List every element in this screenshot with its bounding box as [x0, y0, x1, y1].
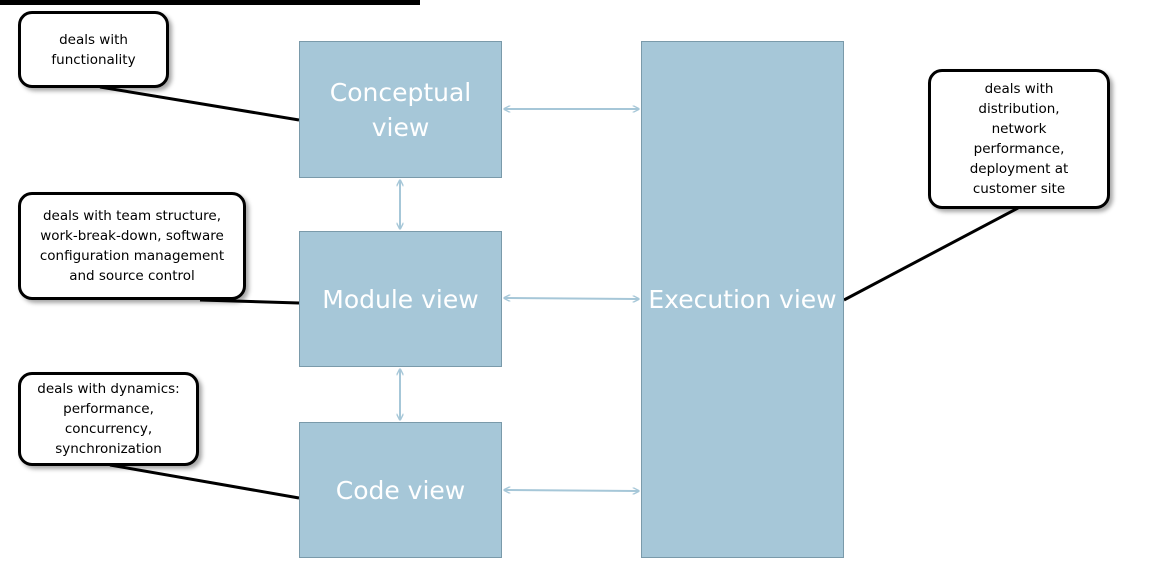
note-distribution: deals with distribution, network perform…: [928, 69, 1110, 209]
code-view-box: Code view: [299, 422, 502, 558]
note-dynamics-text: deals with dynamics: performance, concur…: [37, 381, 180, 457]
connector-team: [199, 298, 300, 305]
note-team-structure: deals with team structure, work-break-do…: [18, 192, 246, 300]
module-view-label: Module view: [322, 284, 479, 314]
connector-distribution: [843, 206, 1019, 302]
conceptual-view-label: Conceptual view: [329, 77, 472, 142]
arrow-code-execution: [504, 490, 639, 491]
top-decoration-bar: [0, 0, 420, 5]
connector-functionality: [99, 85, 300, 122]
arrow-module-execution: [504, 298, 639, 299]
module-view-box: Module view: [299, 231, 502, 367]
note-functionality: deals with functionality: [18, 11, 169, 88]
conceptual-view-box: Conceptual view: [299, 41, 502, 178]
code-view-label: Code view: [335, 475, 466, 505]
note-functionality-text: deals with functionality: [51, 31, 136, 68]
note-dynamics: deals with dynamics: performance, concur…: [18, 372, 199, 466]
note-team-structure-text: deals with team structure, work-break-do…: [39, 208, 225, 284]
connector-dynamics: [109, 463, 300, 500]
execution-view-label: Execution view: [648, 285, 837, 314]
execution-view-box: Execution view: [641, 41, 844, 558]
note-distribution-text: deals with distribution, network perform…: [969, 81, 1069, 197]
